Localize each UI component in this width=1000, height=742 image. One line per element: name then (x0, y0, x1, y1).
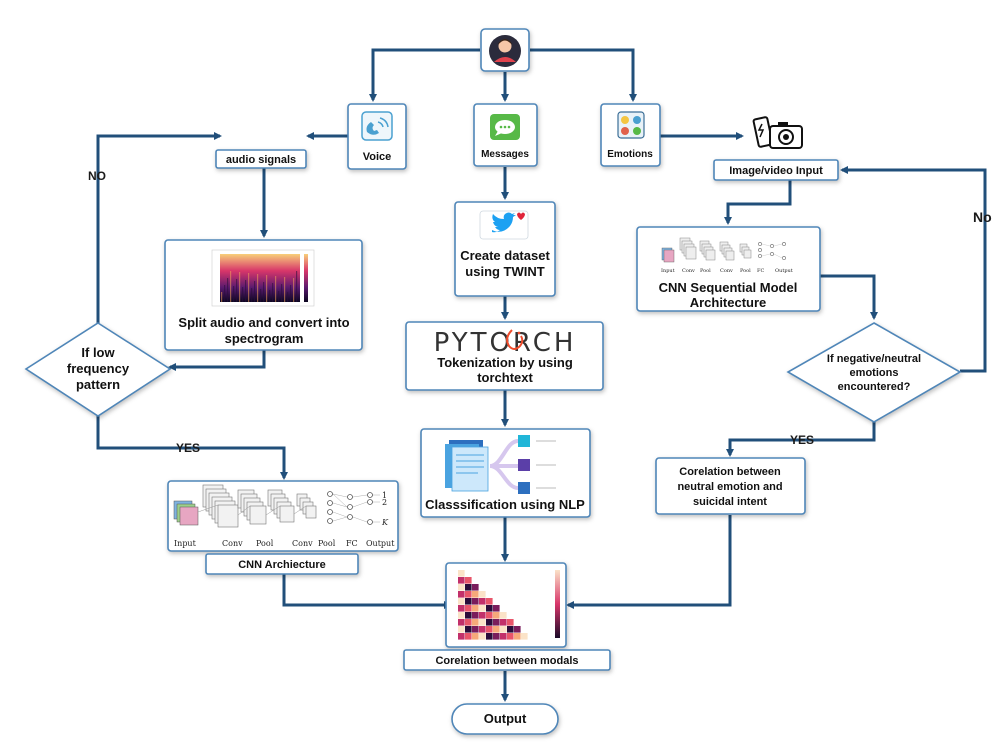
spectrogram-image (211, 249, 315, 307)
low-frequency-label-line3: pattern (76, 377, 120, 392)
edge-lowfreq-no (96, 132, 222, 323)
tokenization-label-line2: torchtext (477, 370, 533, 385)
edge-label-yes-left: YES (176, 441, 200, 455)
edge-negemotion-yes (726, 422, 876, 457)
svg-text:Input: Input (661, 268, 675, 274)
emotions-node: Emotions (600, 103, 661, 167)
neutral-correlation-label-line2: neutral emotion and (677, 481, 782, 493)
svg-text:FC: FC (757, 268, 764, 274)
dataset-label-line2: using TWINT (465, 264, 544, 279)
svg-text:Pool: Pool (700, 268, 711, 274)
dataset-label-line1: Create dataset (460, 248, 550, 263)
waveform-icon (222, 120, 306, 150)
image-video-input-label: Image/video Input (729, 165, 823, 177)
neutral-correlation-label-line1: Corelation between (679, 466, 781, 478)
negative-emotion-label-line3: encountered? (838, 381, 911, 393)
cnn-stage-input: Input (174, 539, 197, 548)
svg-text:Conv: Conv (682, 268, 695, 274)
tokenization-node: PYTORCH Tokenization by using torchtext (405, 321, 604, 391)
low-frequency-label-line1: If low (81, 345, 115, 360)
neutral-correlation-node: Corelation between neutral emotion and s… (655, 457, 806, 515)
svg-text:Conv: Conv (720, 268, 733, 274)
cnn-architecture-node: 1 2 K Input Conv Pool Conv Pool FC Outpu… (167, 480, 399, 575)
nlp-label: Classsification using NLP (425, 497, 585, 512)
edge-label-yes-right: YES (790, 433, 814, 447)
edge-spectrogram-lowfreq (168, 350, 266, 371)
svg-text:Pool: Pool (740, 268, 751, 274)
pytorch-logo: PYTORCH (434, 328, 577, 358)
negative-emotion-label-line1: If negative/neutral (827, 353, 921, 365)
spectrogram-node: Split audio and convert into spectrogram (164, 239, 363, 351)
emotion-faces-icon (617, 111, 645, 139)
svg-text:Output: Output (775, 268, 793, 274)
cnn-stage-conv-2: Conv (292, 539, 313, 548)
nlp-node: Classsification using NLP (420, 428, 591, 518)
cnn-sequential-node: Input Conv Pool Conv Pool FC Output CNN Sequen… (636, 226, 821, 312)
correlation-modals-node: Corelation between modals (403, 562, 611, 671)
edges (96, 48, 987, 702)
messages-label: Messages (481, 149, 529, 160)
neutral-correlation-label-line3: suicidal intent (693, 496, 767, 508)
negative-emotion-decision: If negative/neutral emotions encountered… (786, 322, 962, 423)
cnn-sequential-diagram: Input Conv Pool Conv Pool FC Output (660, 235, 798, 275)
voice-node: Voice (347, 103, 407, 170)
edge-label-no-left: NO (88, 169, 106, 183)
cnn-output-label-1: 1 (382, 491, 387, 500)
cnn-stage-fc: FC (346, 539, 358, 548)
edge-image-cnnseq (724, 180, 792, 225)
edge-cnn-correlation (282, 574, 452, 609)
edge-neutral-correlation (566, 515, 732, 609)
dataset-node: Create dataset using TWINT (454, 201, 556, 297)
edge-label-no-right: No (973, 209, 992, 225)
edge-negemotion-no (840, 166, 987, 373)
cnn-sequential-label-line1: CNN Sequential Model (659, 280, 798, 295)
nlp-classification-graphic (445, 435, 556, 494)
cnn-stage-pool-2: Pool (318, 539, 336, 548)
edge-user-voice (369, 48, 480, 102)
cnn-architecture-diagram: 1 2 K Input Conv Pool Conv Pool FC Outpu… (173, 484, 395, 548)
correlation-heatmap-image (455, 568, 560, 642)
user-avatar-icon (489, 35, 521, 67)
output-node: Output (451, 703, 559, 735)
cnn-stage-pool-1: Pool (256, 539, 274, 548)
user-node (480, 28, 530, 72)
pytorch-flame-icon (506, 329, 524, 350)
twitter-bird-icon (479, 210, 529, 240)
audio-signals-label: audio signals (226, 154, 296, 166)
correlation-modals-label: Corelation between modals (435, 655, 578, 667)
low-frequency-decision: If low frequency pattern (24, 322, 172, 417)
negative-emotion-label-line2: emotions (850, 367, 899, 379)
phone-wave-icon (361, 111, 393, 141)
chat-bubble-icon (490, 114, 520, 140)
edge-lowfreq-yes (96, 416, 288, 480)
voice-label: Voice (363, 151, 392, 163)
edge-cnnseq-negemotion (820, 274, 878, 320)
emotions-label: Emotions (607, 149, 653, 160)
cnn-stage-output: Output (366, 539, 395, 548)
output-label: Output (484, 711, 527, 726)
cnn-output-label-k: K (381, 518, 389, 527)
low-frequency-label-line2: frequency (67, 361, 130, 376)
audio-signals-node: audio signals (215, 120, 307, 169)
spectrogram-label-line2: spectrogram (225, 331, 304, 346)
cnn-sequential-label-line2: Architecture (690, 295, 767, 310)
spectrogram-label-line1: Split audio and convert into (178, 315, 349, 330)
image-video-input-node: Image/video Input (713, 112, 839, 181)
messages-node: Messages (473, 103, 538, 167)
cnn-architecture-label: CNN Archiecture (238, 559, 326, 571)
tokenization-label-line1: Tokenization by using (437, 355, 573, 370)
cnn-output-label-2: 2 (382, 498, 387, 507)
cnn-stage-conv-1: Conv (222, 539, 243, 548)
edge-user-emotions (530, 48, 637, 102)
camera-icon (746, 112, 806, 158)
